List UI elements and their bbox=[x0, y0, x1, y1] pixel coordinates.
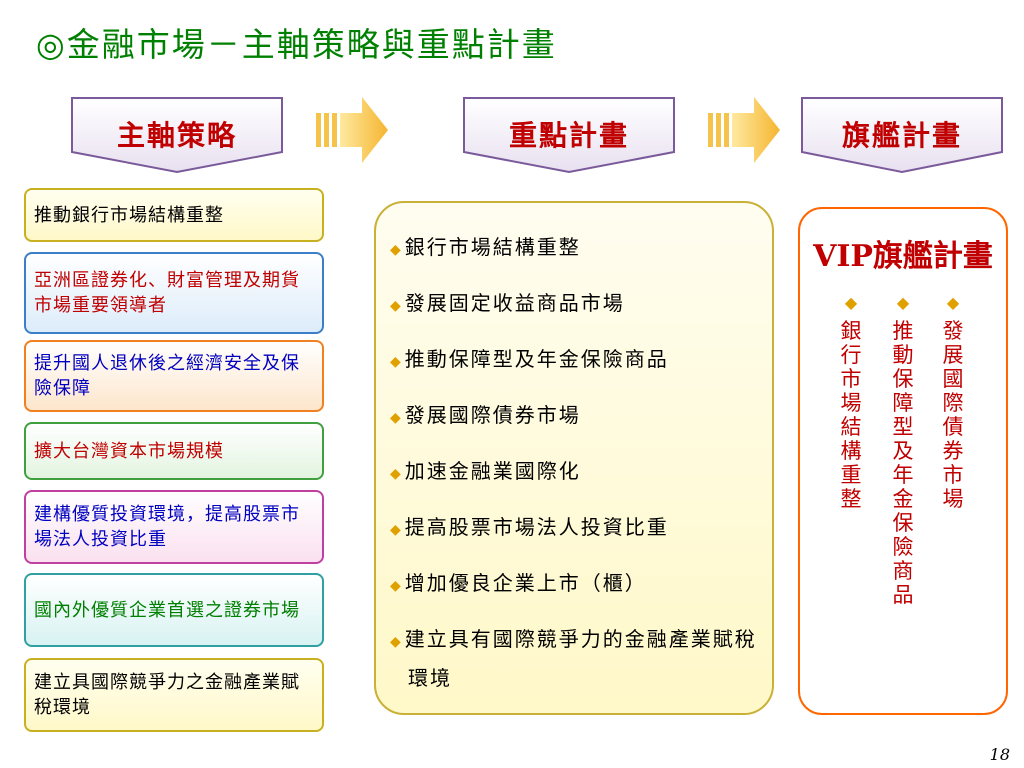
vip-flagship-box: VIP旗艦計畫 ◆ 銀行市場結構重整 ◆ 推動保障型及年金保險商品 ◆ 發展國際… bbox=[798, 207, 1008, 715]
header-shape bbox=[801, 97, 1003, 174]
strategy-text: 提升國人退休後之經濟安全及保險保障 bbox=[34, 353, 300, 399]
vip-column-text: 銀行市場結構重整 bbox=[840, 319, 862, 511]
diamond-bullet-icon: ◆ bbox=[896, 293, 910, 312]
strategy-text: 建構優質投資環境，提高股票市場法人投資比重 bbox=[34, 504, 300, 550]
key-plans-box: ◆銀行市場結構重整 ◆發展固定收益商品市場 ◆推動保障型及年金保險商品 ◆發展國… bbox=[374, 201, 774, 715]
header-label: 主軸策略 bbox=[116, 119, 237, 152]
diamond-bullet-icon: ◆ bbox=[390, 242, 403, 258]
list-item: ◆加速金融業國際化 bbox=[390, 459, 581, 483]
strategy-box: 亞洲區證券化、財富管理及期貨市場重要領導者 bbox=[24, 252, 324, 334]
strategy-box: 建構優質投資環境，提高股票市場法人投資比重 bbox=[24, 490, 324, 564]
header-flagship-plans: 旗艦計畫 bbox=[800, 96, 1004, 174]
vip-title: VIP旗艦計畫 bbox=[813, 239, 993, 274]
list-item: ◆銀行市場結構重整 bbox=[390, 235, 581, 259]
header-main-strategy: 主軸策略 bbox=[70, 96, 284, 174]
vip-column-text: 推動保障型及年金保險商品 bbox=[892, 319, 914, 607]
diamond-bullet-icon: ◆ bbox=[390, 354, 403, 370]
diamond-bullet-icon: ◆ bbox=[390, 522, 403, 538]
list-item: ◆提高股票市場法人投資比重 bbox=[390, 515, 669, 539]
strategy-box: 國內外優質企業首選之證券市場 bbox=[24, 573, 324, 647]
diamond-bullet-icon: ◆ bbox=[390, 298, 403, 314]
strategy-box: 推動銀行市場結構重整 bbox=[24, 188, 324, 242]
page-title: ◎金融市場－主軸策略與重點計畫 bbox=[36, 25, 557, 64]
diamond-bullet-icon: ◆ bbox=[946, 293, 960, 312]
list-item: ◆發展國際債券市場 bbox=[390, 403, 581, 427]
strategy-text: 國內外優質企業首選之證券市場 bbox=[34, 599, 300, 621]
strategy-text: 擴大台灣資本市場規模 bbox=[34, 440, 224, 462]
list-item: ◆推動保障型及年金保險商品 bbox=[390, 347, 669, 371]
strategy-box: 擴大台灣資本市場規模 bbox=[24, 422, 324, 480]
header-label: 重點計畫 bbox=[508, 119, 629, 152]
arrow-right-icon bbox=[706, 95, 782, 169]
header-shape bbox=[463, 97, 675, 174]
strategy-text: 亞洲區證券化、財富管理及期貨市場重要領導者 bbox=[34, 270, 300, 316]
list-item: ◆增加優良企業上市（櫃） bbox=[390, 571, 647, 595]
diamond-bullet-icon: ◆ bbox=[390, 410, 403, 426]
vip-column: ◆ 發展國際債券市場 bbox=[938, 293, 968, 511]
vip-column-text: 發展國際債券市場 bbox=[942, 319, 964, 511]
header-key-plans: 重點計畫 bbox=[462, 96, 676, 174]
vip-column: ◆ 銀行市場結構重整 bbox=[836, 293, 866, 511]
diamond-bullet-icon: ◆ bbox=[390, 578, 403, 594]
arrow-right-icon bbox=[314, 95, 390, 169]
page-number: 18 bbox=[989, 745, 1010, 764]
header-shape bbox=[71, 97, 283, 174]
list-item: ◆建立具有國際競爭力的金融產業賦稅環境 bbox=[390, 627, 757, 690]
header-label: 旗艦計畫 bbox=[841, 119, 962, 152]
strategy-text: 建立具國際競爭力之金融產業賦稅環境 bbox=[34, 672, 300, 718]
strategy-box: 建立具國際競爭力之金融產業賦稅環境 bbox=[24, 658, 324, 732]
vip-column: ◆ 推動保障型及年金保險商品 bbox=[888, 293, 918, 607]
strategy-text: 推動銀行市場結構重整 bbox=[34, 204, 224, 226]
diamond-bullet-icon: ◆ bbox=[390, 634, 403, 650]
diamond-bullet-icon: ◆ bbox=[390, 466, 403, 482]
diamond-bullet-icon: ◆ bbox=[844, 293, 858, 312]
strategy-box: 提升國人退休後之經濟安全及保險保障 bbox=[24, 340, 324, 412]
list-item: ◆發展固定收益商品市場 bbox=[390, 291, 625, 315]
